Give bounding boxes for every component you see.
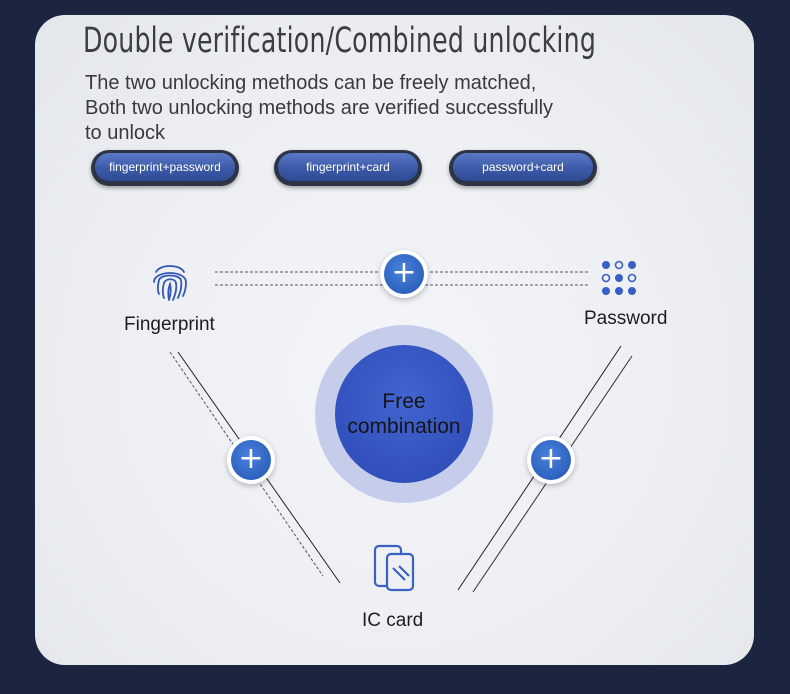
plus-icon-top: + [380,250,428,298]
pill-password-card: password+card [449,150,597,186]
card-icon [373,544,415,592]
fingerprint-label: Fingerprint [124,314,215,335]
center-ring: Free combination [315,325,493,503]
page-subtitle: The two unlocking methods can be freely … [85,72,554,144]
page-title: Double verification/Combined unlocking [83,21,597,61]
plus-symbol: + [384,254,424,294]
password-label: Password [584,308,668,329]
pill-label: fingerprint+password [95,153,235,181]
plus-icon-right: + [527,436,575,484]
plus-icon-left: + [227,436,275,484]
plus-symbol: + [231,440,271,480]
center-circle: Free combination [335,345,473,483]
center-text-line2: combination [347,415,461,438]
feature-panel: Double verification/Combined unlocking T… [35,15,754,665]
pill-label: fingerprint+card [278,153,418,181]
fingerprint-icon [153,265,187,301]
pill-label: password+card [453,153,593,181]
plus-symbol: + [531,440,571,480]
pill-fingerprint-password: fingerprint+password [91,150,239,186]
center-text-line1: Free [382,390,426,413]
keypad-icon [601,260,637,295]
pill-fingerprint-card: fingerprint+card [274,150,422,186]
card-label: IC card [362,610,424,631]
